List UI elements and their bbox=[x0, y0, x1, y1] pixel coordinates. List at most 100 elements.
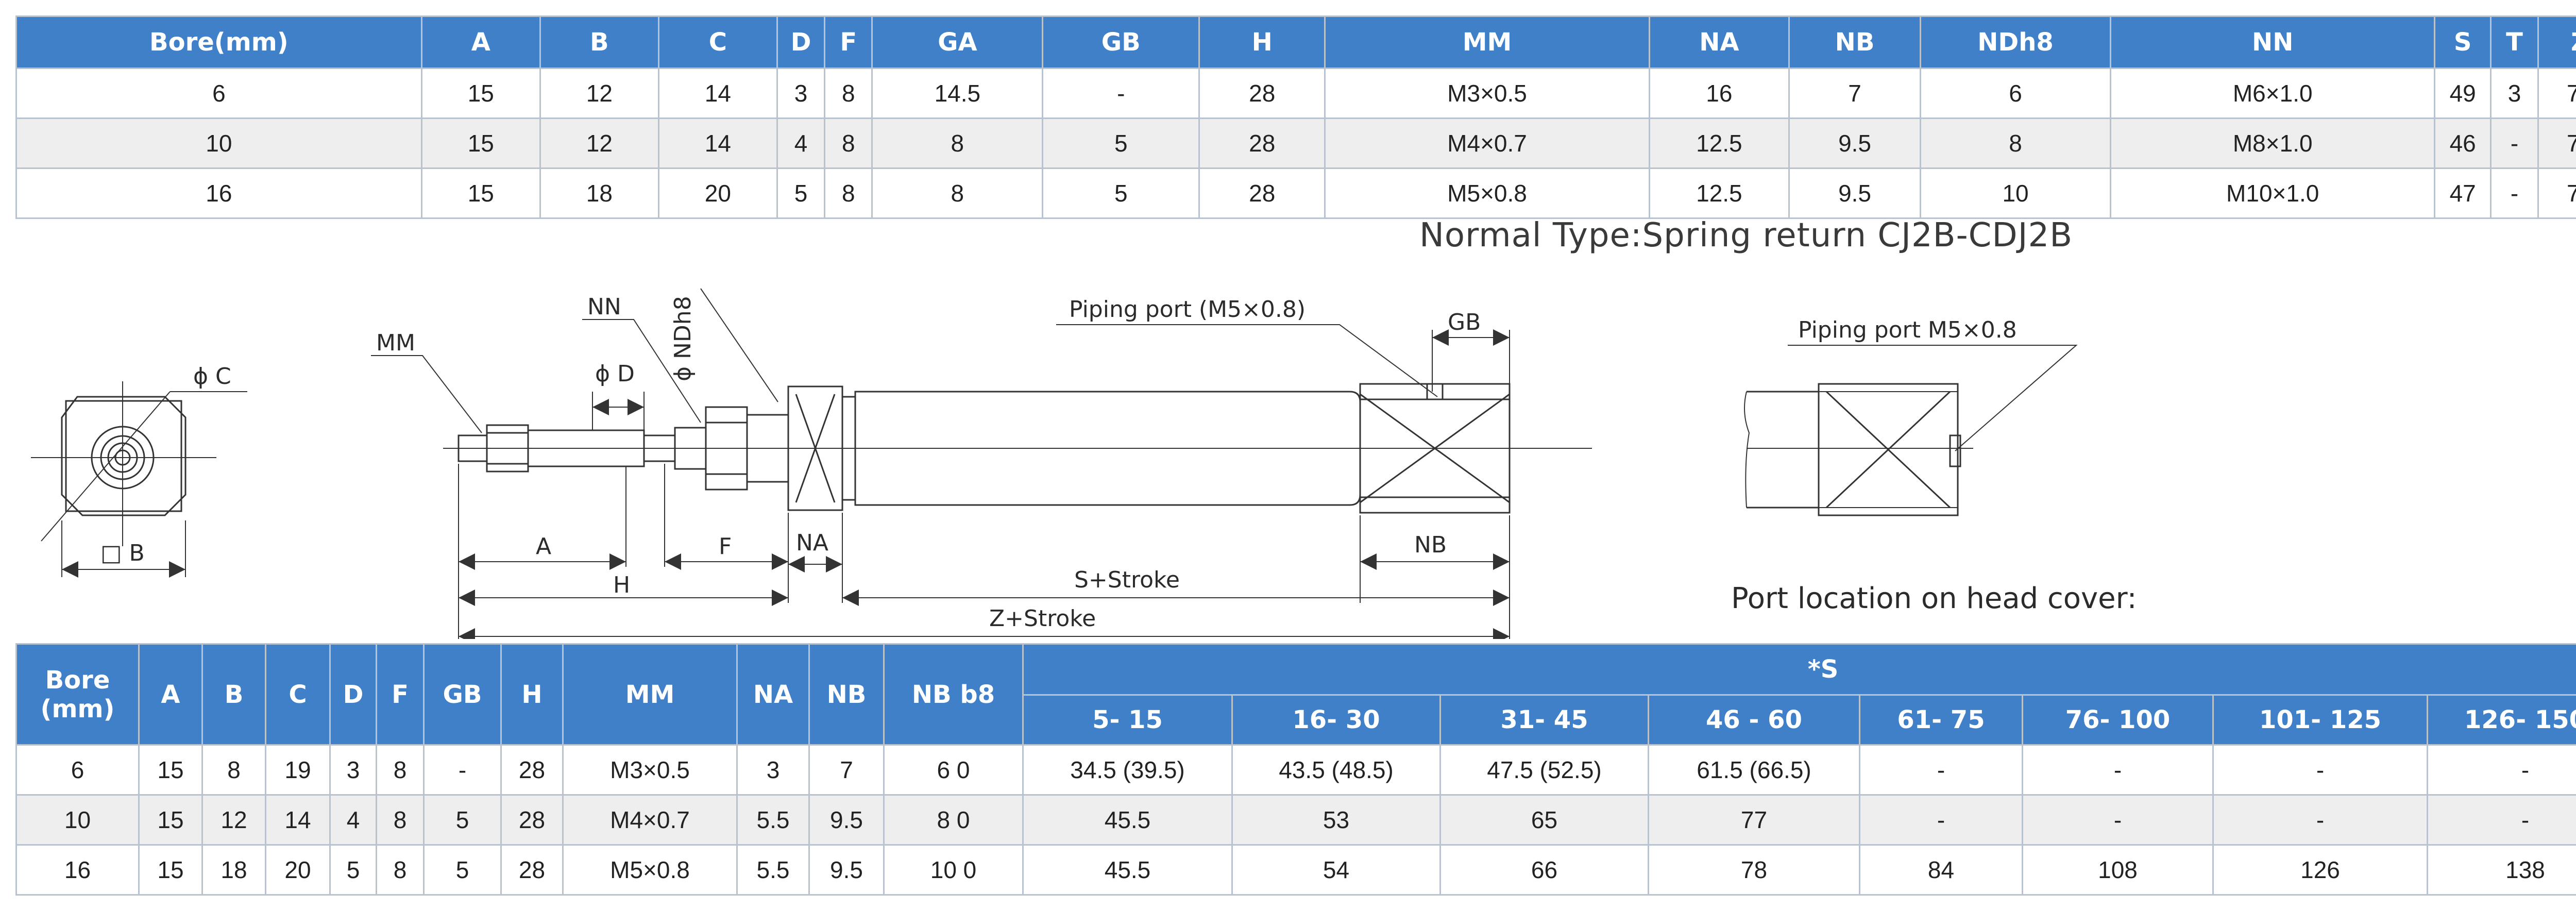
table-cell: M4×0.7 bbox=[1324, 117, 1650, 169]
table-cell: 45.5 bbox=[1022, 794, 1233, 846]
table-cell: 3 bbox=[329, 744, 377, 796]
header-cell: NN bbox=[2109, 15, 2436, 69]
table-cell: 46 bbox=[2434, 117, 2492, 169]
table-cell: 34.5 (39.5) bbox=[1022, 744, 1233, 796]
table-cell: 28 bbox=[1198, 167, 1326, 219]
table-cell: 6 bbox=[1920, 68, 2111, 119]
table-cell: 4 bbox=[329, 794, 377, 846]
header-cell: C bbox=[657, 15, 778, 69]
dim-gb-label: GB bbox=[1448, 309, 1481, 335]
header-cell: 46 - 60 bbox=[1648, 694, 1860, 746]
header-cell: T bbox=[2489, 15, 2539, 69]
table-cell: 28 bbox=[500, 744, 564, 796]
port-location-label: Port location on head cover: bbox=[1731, 582, 2137, 615]
table-cell: 8 bbox=[376, 744, 425, 796]
header-cell: 31- 45 bbox=[1439, 694, 1649, 746]
header-cell: GB bbox=[1042, 15, 1200, 69]
phi-d-label: ϕ D bbox=[595, 361, 635, 387]
header-cell: NB bbox=[808, 643, 885, 746]
header-cell: 5- 15 bbox=[1022, 694, 1233, 746]
table-cell: - bbox=[1859, 794, 2023, 846]
table-cell: M4×0.7 bbox=[562, 794, 738, 846]
piping-port-2-label: Piping port M5×0.8 bbox=[1798, 317, 2017, 343]
dim-f-label: F bbox=[719, 533, 732, 560]
table-cell: 5.5 bbox=[736, 844, 810, 896]
table-cell: 6 bbox=[15, 68, 422, 119]
table-cell: 28 bbox=[1198, 117, 1326, 169]
table-cell: 138 bbox=[2426, 844, 2576, 896]
table-cell: 8 bbox=[1920, 117, 2111, 169]
table-cell: - bbox=[1042, 68, 1200, 119]
table-cell: 61.5 (66.5) bbox=[1648, 744, 1860, 796]
table-cell: 16 bbox=[1648, 68, 1790, 119]
phi-c-label: ϕ C bbox=[193, 363, 231, 390]
table-cell: 9.5 bbox=[808, 844, 885, 896]
table-row: 16 15 18 20 5 8 8 5 28 M5×0.8 12.5 9.5 1… bbox=[15, 167, 2576, 219]
table-cell: - bbox=[2489, 117, 2539, 169]
table-cell: 14 bbox=[657, 68, 778, 119]
table-cell: 6 bbox=[15, 744, 140, 796]
table-cell: 20 bbox=[657, 167, 778, 219]
table-cell: 126 bbox=[2212, 844, 2428, 896]
piping-port-label: Piping port (M5×0.8) bbox=[1069, 296, 1306, 323]
header-cell: 126- 150 bbox=[2426, 694, 2576, 746]
dim-a-label: A bbox=[536, 533, 551, 560]
table-cell: - bbox=[2022, 744, 2214, 796]
table-cell: 8 bbox=[376, 844, 425, 896]
table-subheader-row: 5- 15 16- 30 31- 45 46 - 60 61- 75 76- 1… bbox=[16, 694, 2576, 746]
table-cell: 8 bbox=[824, 117, 873, 169]
header-cell: S bbox=[2434, 15, 2492, 69]
header-cell: F bbox=[376, 643, 425, 746]
table-cell: 108 bbox=[2022, 844, 2214, 896]
table-cell: 5 bbox=[423, 844, 502, 896]
table-cell: 8 0 bbox=[883, 794, 1024, 846]
header-cell: 16- 30 bbox=[1231, 694, 1441, 746]
header-cell: C bbox=[265, 643, 331, 746]
table-cell: - bbox=[2212, 794, 2428, 846]
cylinder-technical-drawing: ϕ C □ B bbox=[31, 288, 2137, 639]
table-cell: 8 bbox=[824, 68, 873, 119]
table-cell: 12 bbox=[539, 117, 659, 169]
table-cell: 74 bbox=[2537, 117, 2576, 169]
end-view bbox=[31, 381, 247, 578]
table-cell: 49 bbox=[2434, 68, 2492, 119]
side-view bbox=[443, 383, 1592, 514]
table-cell: - bbox=[423, 744, 502, 796]
table-cell: 28 bbox=[500, 794, 564, 846]
table-row: 10 15 12 14 4 8 5 28 M4×0.7 5.5 9.5 8 0 … bbox=[15, 794, 2576, 846]
table-cell: 6 0 bbox=[883, 744, 1024, 796]
table-row: 16 15 18 20 5 8 5 28 M5×0.8 5.5 9.5 10 0… bbox=[15, 844, 2576, 896]
table-cell: 18 bbox=[539, 167, 659, 219]
table-cell: - bbox=[2022, 794, 2214, 846]
table-cell: - bbox=[2426, 794, 2576, 846]
table-cell: 15 bbox=[138, 794, 203, 846]
table-cell: 14 bbox=[657, 117, 778, 169]
table-cell: 14.5 bbox=[871, 68, 1044, 119]
dimension-lines bbox=[371, 288, 1510, 639]
table-cell: 10 bbox=[15, 117, 422, 169]
table-cell: 3 bbox=[736, 744, 810, 796]
dim-s-stroke-label: S+Stroke bbox=[1074, 567, 1180, 593]
table-header-row: Bore(mm) A B C D F GA GB H MM NA NB NDh8… bbox=[15, 15, 2576, 69]
table-cell: 12 bbox=[539, 68, 659, 119]
header-cell: NA bbox=[736, 643, 810, 746]
table-cell: 28 bbox=[500, 844, 564, 896]
port-location-view bbox=[1744, 345, 2078, 516]
table-cell: 45.5 bbox=[1022, 844, 1233, 896]
table-cell: 19 bbox=[265, 744, 331, 796]
table-cell: 20 bbox=[265, 844, 331, 896]
table-cell: 10 0 bbox=[883, 844, 1024, 896]
header-cell: MM bbox=[562, 643, 738, 746]
table-cell: 9.5 bbox=[1788, 117, 1922, 169]
table-cell: 9.5 bbox=[1788, 167, 1922, 219]
table-cell: 12.5 bbox=[1648, 117, 1790, 169]
header-cell: 101- 125 bbox=[2212, 694, 2428, 746]
table-cell: 5 bbox=[1042, 117, 1200, 169]
header-cell: F bbox=[824, 15, 873, 69]
header-cell: NB b8 bbox=[883, 643, 1024, 746]
table-cell: 12 bbox=[201, 794, 266, 846]
table-cell: 15 bbox=[420, 117, 541, 169]
table-cell: 77 bbox=[2537, 68, 2576, 119]
table-cell: 8 bbox=[871, 167, 1044, 219]
table-cell: 5 bbox=[423, 794, 502, 846]
